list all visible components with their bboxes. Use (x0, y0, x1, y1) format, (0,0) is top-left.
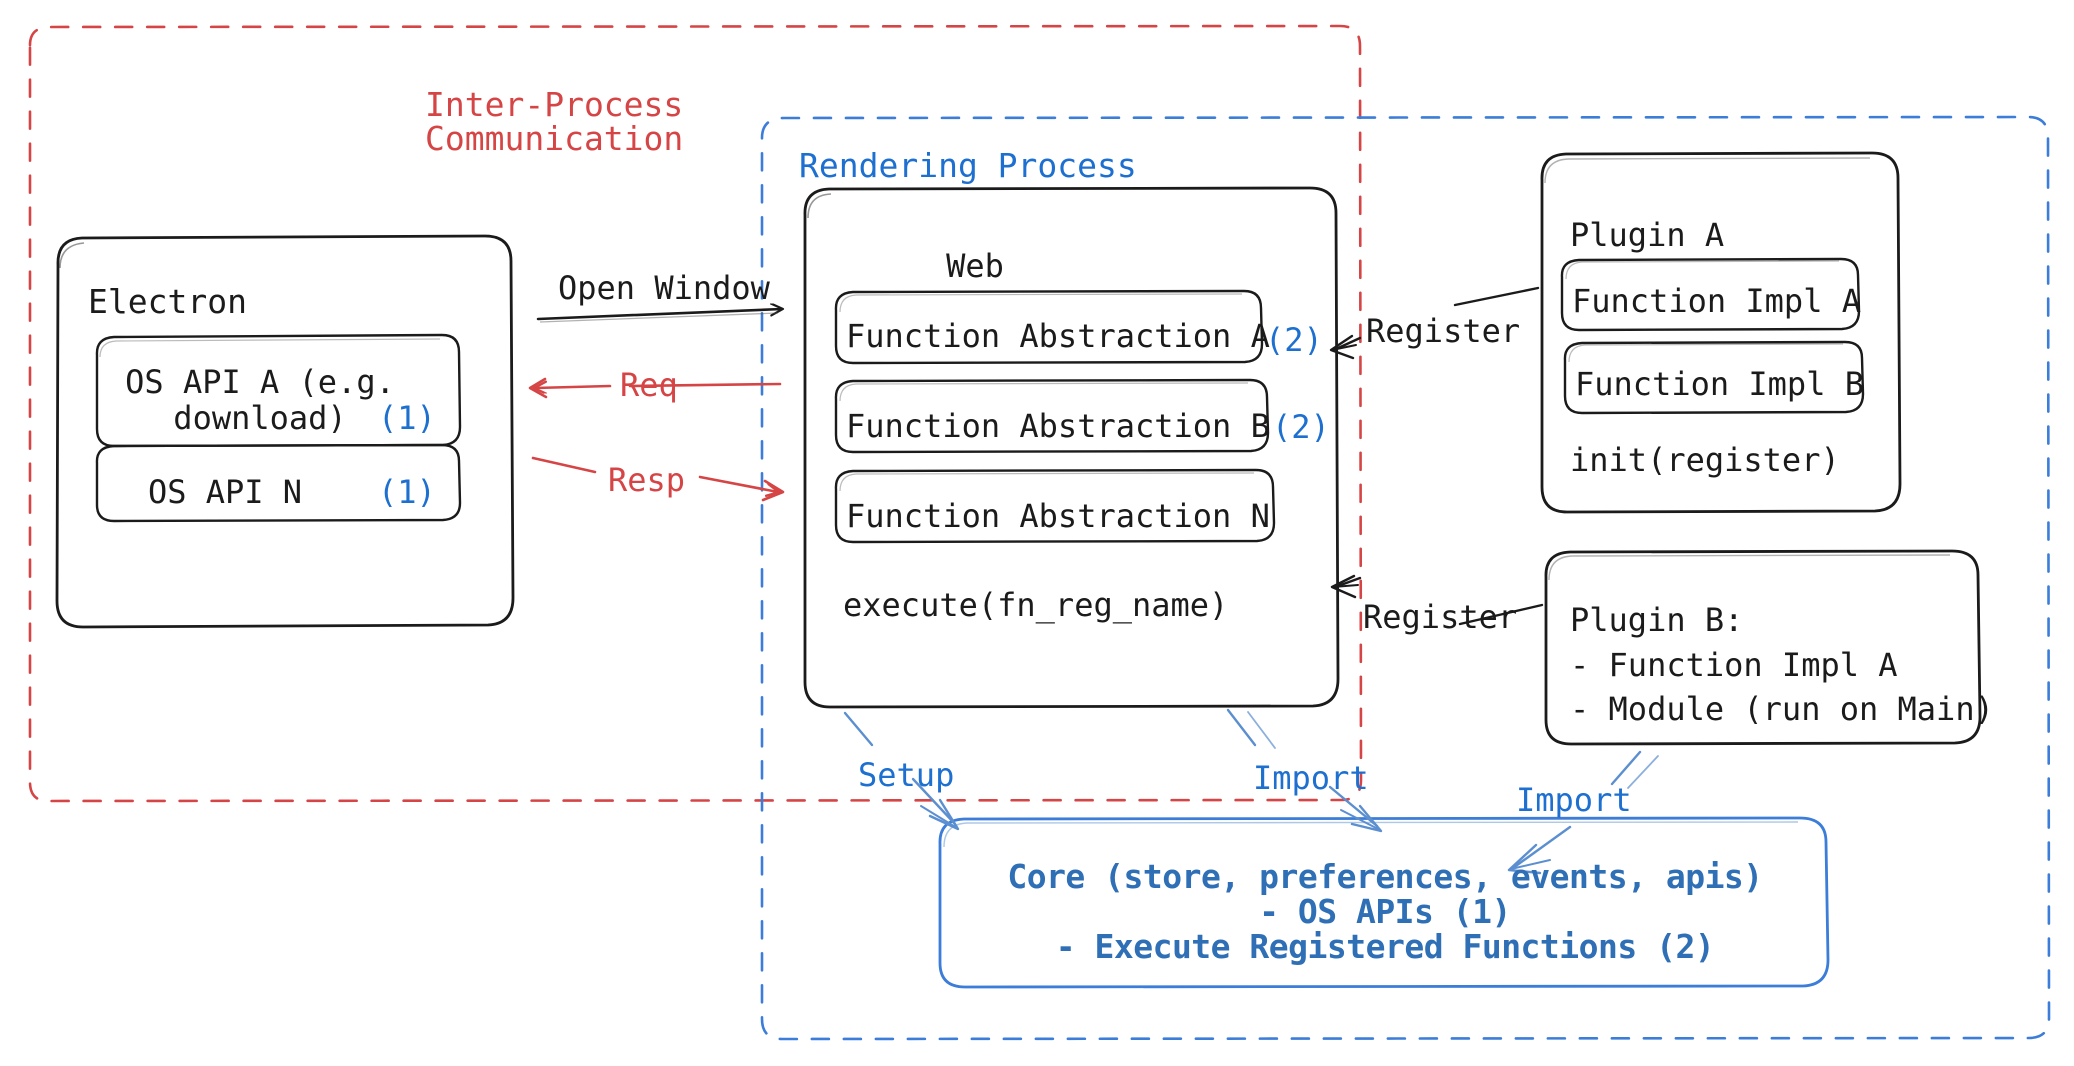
ipc-region-border (28, 24, 1363, 803)
arrow-register-plugin-a (1329, 286, 1540, 360)
function-impl-a-label: Function Impl A (1572, 282, 1861, 320)
plugin-b-title: Plugin B: (1570, 601, 1744, 639)
electron-title: Electron (88, 282, 247, 321)
arrow-setup (843, 711, 960, 831)
web-title: Web (946, 247, 1004, 285)
arrow-register-plugin-b (1330, 574, 1544, 626)
arrow-open-window (536, 309, 782, 323)
function-abstraction-a-box-border (834, 289, 1264, 365)
arrow-resp (531, 456, 785, 502)
function-abstraction-a-marker: (2) (1265, 321, 1323, 359)
os-api-a-box-border (95, 333, 462, 448)
arrow-label-register-plugin-b: Register (1363, 598, 1518, 636)
electron-box-border (55, 234, 515, 629)
function-impl-a-box-border (1560, 257, 1861, 332)
os-api-a-marker: (1) (378, 399, 436, 437)
function-abstraction-b-label: Function Abstraction B (846, 407, 1270, 445)
os-api-a-label-line2: download) (173, 399, 347, 437)
arrow-label-setup: Setup (858, 756, 955, 794)
core-line-3: - Execute Registered Functions (2) (1055, 927, 1715, 966)
ipc-region-label-line2: Communication (425, 119, 684, 158)
os-api-a-label-line1: OS API A (e.g. (125, 363, 395, 401)
plugin-b-line-1: - Function Impl A (1570, 646, 1898, 684)
function-impl-b-box-border (1563, 340, 1865, 415)
function-abstraction-b-marker: (2) (1272, 408, 1330, 446)
arrow-label-import-web: Import (1253, 759, 1369, 797)
plugin-a-init-label: init(register) (1570, 441, 1840, 479)
rendering-region-border (760, 115, 2051, 1041)
os-api-n-box-border (95, 443, 462, 523)
arrow-label-register-plugin-a: Register (1366, 312, 1521, 350)
core-box-border (938, 816, 1830, 989)
core-line-1: Core (store, preferences, events, apis) (1007, 857, 1763, 896)
arrow-label-import-plugin-b: Import (1516, 781, 1632, 819)
function-impl-b-label: Function Impl B (1575, 365, 1864, 403)
web-execute-label: execute(fn_reg_name) (843, 586, 1229, 624)
core-line-2: - OS APIs (1) (1259, 892, 1511, 931)
arrow-label-open-window: Open Window (558, 269, 770, 307)
plugin-b-line-2: - Module (run on Main) (1570, 690, 1994, 728)
os-api-n-marker: (1) (378, 473, 436, 511)
plugin-a-title: Plugin A (1570, 216, 1725, 254)
plugin-b-box-border (1544, 549, 1982, 746)
arrow-req (528, 377, 782, 399)
function-abstraction-a-label: Function Abstraction A (846, 317, 1270, 355)
os-api-n-label: OS API N (147, 473, 303, 511)
web-box-border (803, 186, 1340, 709)
function-abstraction-n-label: Function Abstraction N (846, 497, 1270, 535)
ipc-region-label-line1: Inter-Process (425, 85, 684, 124)
arrow-import-plugin-b (1507, 750, 1659, 875)
arrow-label-req: Req (620, 366, 678, 404)
arrow-import-web (1226, 708, 1383, 833)
rendering-process-label: Rendering Process (799, 146, 1137, 185)
function-abstraction-n-box-border (834, 468, 1276, 544)
plugin-a-box-border (1540, 151, 1902, 514)
function-abstraction-b-box-border (834, 378, 1270, 454)
arrow-label-resp: Resp (608, 461, 686, 499)
